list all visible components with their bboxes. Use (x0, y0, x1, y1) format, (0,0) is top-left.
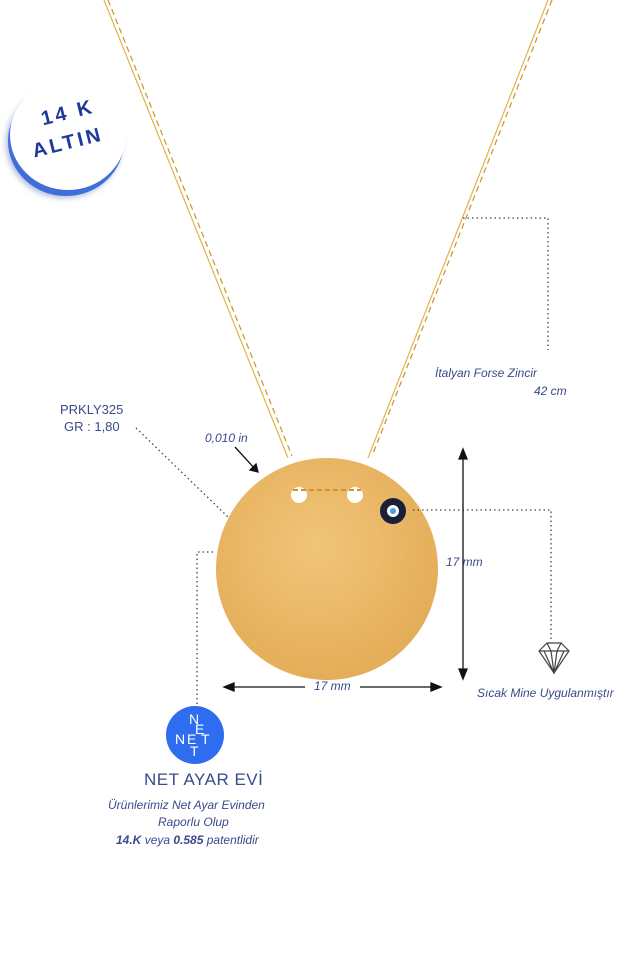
gold-disc-pendant (216, 458, 438, 680)
net-logo: N E T N E T (166, 706, 224, 764)
logo-letter: T (190, 743, 199, 759)
width-dimension-arrow (222, 682, 443, 692)
logo-letter: E (195, 721, 205, 737)
enamel-label: Sıcak Mine Uygulanmıştır (477, 686, 614, 700)
brand-line-3: 14.K veya 0.585 patentlidir (116, 833, 259, 847)
brand-karat: 14.K (116, 833, 142, 847)
thickness-arrow (234, 446, 259, 473)
logo-letter: T (201, 731, 210, 747)
logo-letter: N (175, 731, 186, 747)
brand-line-2: Raporlu Olup (158, 815, 229, 829)
brand-connector: veya (141, 833, 174, 847)
logo-letter: N (189, 711, 200, 727)
chain-name: İtalyan Forse Zincir (434, 366, 538, 380)
thickness-label: 0,010 in (205, 431, 248, 445)
product-code: PRKLY325 (60, 402, 124, 417)
leader-lines (135, 217, 552, 705)
brand-purity: 0.585 (173, 833, 204, 847)
height-label: 17 mm (446, 555, 483, 569)
width-label: 17 mm (314, 679, 351, 693)
height-dimension-arrow (458, 447, 468, 681)
brand-name: NET AYAR EVİ (144, 770, 264, 789)
14k-gold-badge: 14 K ALTIN (10, 80, 126, 190)
chain-left (103, 0, 293, 459)
brand-patent: patentlidir (203, 833, 259, 847)
evil-eye-bead (380, 498, 406, 524)
logo-letter: E (187, 731, 197, 747)
chain-length: 42 cm (534, 384, 567, 398)
product-weight: GR : 1,80 (64, 419, 120, 434)
brand-line-1: Ürünlerimiz Net Ayar Evinden (108, 798, 265, 812)
chain-right (367, 0, 553, 459)
diamond-icon (538, 642, 570, 675)
